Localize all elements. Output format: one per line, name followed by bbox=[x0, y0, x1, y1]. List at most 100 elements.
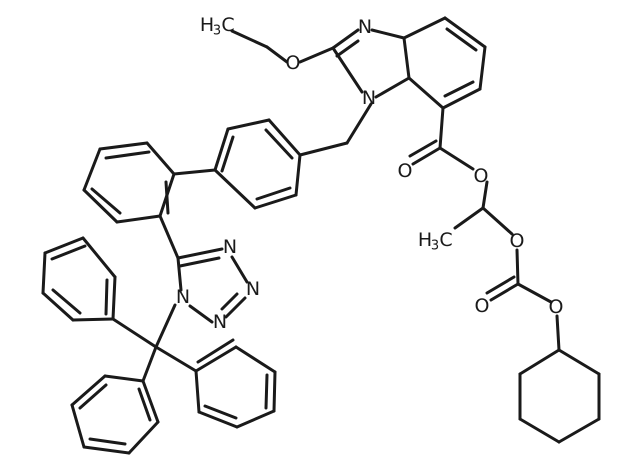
bond bbox=[230, 29, 269, 49]
bond bbox=[145, 141, 176, 176]
atom-label-o: O bbox=[286, 52, 301, 74]
bond bbox=[345, 102, 373, 145]
atom-labels: H 3 C O N N O O H 3 C O O O N N N N bbox=[176, 14, 564, 333]
bond bbox=[402, 16, 447, 40]
bond bbox=[141, 345, 158, 383]
bond bbox=[220, 135, 235, 173]
bond bbox=[141, 379, 160, 424]
bond bbox=[294, 153, 302, 197]
bond bbox=[443, 16, 487, 49]
bond bbox=[172, 168, 217, 176]
bond bbox=[176, 247, 224, 260]
bond bbox=[82, 188, 119, 224]
bond bbox=[557, 348, 601, 376]
bond bbox=[226, 118, 271, 131]
bond bbox=[82, 147, 102, 192]
bond bbox=[478, 45, 487, 91]
bond bbox=[98, 141, 149, 151]
bond bbox=[164, 180, 170, 215]
bond bbox=[438, 146, 475, 171]
bond bbox=[154, 303, 177, 349]
bond bbox=[178, 256, 221, 268]
bond bbox=[298, 141, 349, 157]
bond bbox=[43, 236, 85, 255]
bond bbox=[111, 275, 117, 321]
bond bbox=[194, 369, 201, 414]
bond bbox=[518, 348, 561, 376]
bond bbox=[78, 383, 108, 410]
bond bbox=[481, 180, 489, 210]
bond bbox=[104, 150, 151, 160]
methyl-label: H 3 C bbox=[200, 14, 235, 39]
bond bbox=[407, 76, 445, 110]
bond bbox=[235, 409, 276, 429]
methyl-c: C bbox=[439, 229, 452, 251]
bond bbox=[557, 417, 601, 444]
bond bbox=[41, 251, 47, 295]
bond bbox=[71, 317, 115, 322]
bond bbox=[515, 248, 520, 286]
bond bbox=[255, 186, 292, 201]
bond bbox=[115, 214, 162, 224]
atom-label-n: N bbox=[246, 278, 260, 300]
bond-lines bbox=[41, 16, 601, 455]
bond bbox=[265, 45, 289, 64]
bond bbox=[481, 206, 514, 236]
bond bbox=[516, 282, 553, 304]
atom-label-o: O bbox=[398, 160, 413, 182]
bond bbox=[374, 76, 411, 99]
bond bbox=[194, 345, 238, 373]
methyl-label: H 3 C bbox=[418, 229, 453, 254]
bond bbox=[443, 80, 475, 98]
bond bbox=[224, 296, 247, 319]
atom-label-n: N bbox=[362, 87, 376, 109]
bond bbox=[82, 445, 131, 455]
bond bbox=[411, 146, 442, 166]
bond bbox=[213, 168, 257, 210]
bond bbox=[41, 291, 75, 322]
methyl-h: H bbox=[418, 229, 432, 251]
bond bbox=[81, 236, 117, 279]
bond bbox=[272, 370, 277, 413]
bond bbox=[331, 46, 364, 94]
atom-label-o: O bbox=[474, 165, 489, 187]
bond bbox=[127, 420, 160, 455]
atom-label-o: O bbox=[475, 295, 490, 317]
bond bbox=[50, 244, 87, 261]
bond bbox=[103, 374, 145, 383]
bond bbox=[176, 256, 183, 292]
atom-label-o: O bbox=[549, 296, 564, 318]
bond bbox=[104, 278, 109, 316]
bond bbox=[331, 28, 360, 50]
atom-label-n: N bbox=[213, 311, 227, 333]
bond bbox=[197, 410, 239, 429]
bond bbox=[70, 374, 107, 407]
bond bbox=[137, 387, 152, 422]
bond bbox=[220, 292, 239, 311]
bond bbox=[485, 275, 516, 295]
bond bbox=[402, 36, 411, 80]
bond bbox=[213, 127, 230, 172]
bond bbox=[518, 417, 561, 444]
bond bbox=[264, 128, 294, 160]
bond bbox=[445, 27, 478, 52]
bond bbox=[441, 87, 482, 110]
bond bbox=[267, 118, 302, 157]
atom-label-n: N bbox=[358, 16, 372, 38]
methyl-h: H bbox=[200, 14, 214, 36]
methyl-sub: 3 bbox=[431, 239, 439, 254]
bond bbox=[370, 28, 406, 40]
atom-label-o: O bbox=[510, 230, 525, 252]
bond bbox=[253, 193, 298, 210]
bond bbox=[453, 206, 485, 230]
bond bbox=[158, 214, 180, 260]
bond bbox=[188, 304, 214, 324]
bond bbox=[234, 345, 277, 374]
atom-label-n: N bbox=[223, 236, 237, 258]
bond bbox=[196, 338, 235, 364]
bond bbox=[90, 187, 122, 215]
bond bbox=[298, 46, 335, 64]
methyl-sub: 3 bbox=[213, 24, 221, 39]
bond bbox=[555, 314, 561, 352]
bond bbox=[51, 288, 82, 315]
